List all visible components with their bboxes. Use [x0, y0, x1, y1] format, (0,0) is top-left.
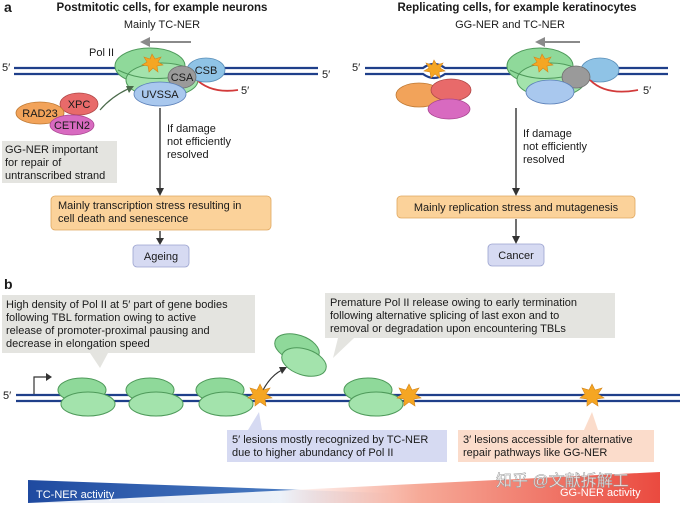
csa-protein-right — [561, 65, 591, 89]
gg-ner-activity-bar — [28, 472, 660, 503]
cetn2-label: CETN2 — [54, 120, 90, 132]
lesion5-box — [227, 430, 447, 462]
left-five-prime-end: 5′ — [322, 69, 330, 81]
gg-note-line-3: untranscribed strand — [5, 170, 105, 182]
note-right-line-1: Premature Pol II release owing to early … — [330, 297, 577, 309]
lesion-icon-gene-2 — [396, 383, 422, 407]
right-flow-arrow-1 — [512, 108, 520, 196]
note-left-line-3: release of promoter-proximal pausing and — [6, 325, 210, 337]
right-five-prime: 5′ — [352, 62, 360, 74]
panel-b-label: b — [4, 276, 13, 292]
lesion-icon-pol2-right — [531, 53, 554, 73]
pol2-label: Pol II — [89, 47, 114, 59]
lesion-icon — [141, 53, 164, 73]
gg-ner-activity-label: GG-NER activity — [560, 487, 641, 499]
right-damage-line-2: not efficiently — [523, 141, 588, 153]
gene-five-prime: 5′ — [3, 390, 11, 402]
left-title: Postmitotic cells, for example neurons — [57, 2, 268, 14]
note-right-line-3: removal or degradation upon encountering… — [330, 323, 566, 335]
note-left-line-2: following TBL formation owing to active — [6, 312, 196, 324]
ageing-label: Ageing — [144, 251, 178, 263]
left-flow-arrow-2 — [156, 231, 164, 245]
right-damage-line-3: resolved — [523, 154, 565, 166]
pol2-gene-2 — [125, 377, 184, 417]
gg-note-line-2: for repair of — [5, 157, 62, 169]
uvssa-protein — [133, 81, 187, 107]
xpc-protein-right — [430, 78, 472, 102]
csa-label: CSA — [171, 72, 194, 84]
left-damage-line-3: resolved — [167, 149, 209, 161]
ageing-box — [132, 244, 190, 268]
gg-ner-note-box — [2, 141, 117, 183]
left-subtitle: Mainly TC-NER — [124, 19, 200, 31]
csb-label: CSB — [195, 65, 218, 77]
uvssa-protein-right — [525, 79, 575, 105]
right-title: Replicating cells, for example keratinoc… — [397, 2, 636, 14]
lesion3-box — [458, 430, 654, 462]
right-outcome-box — [396, 195, 636, 219]
xpc-label: XPC — [68, 99, 91, 111]
cancer-label: Cancer — [498, 250, 534, 262]
lesion5-line-2: due to higher abundancy of Pol II — [232, 447, 393, 459]
pol2-density-note-pointer — [90, 353, 108, 368]
left-flow-arrow-1 — [156, 108, 164, 196]
right-outcome-text: Mainly replication stress and mutagenesi… — [414, 202, 619, 214]
lesion3-pointer — [584, 412, 598, 430]
right-subtitle: GG-NER and TC-NER — [455, 19, 565, 31]
premature-release-note-pointer — [333, 338, 354, 358]
lesion5-pointer — [248, 412, 262, 430]
tss-arrow-icon — [33, 373, 52, 394]
tc-ner-activity-label: TC-NER activity — [36, 489, 115, 501]
release-arrow — [261, 367, 287, 393]
lesion5-line-1: 5′ lesions mostly recognized by TC-NER — [232, 434, 428, 446]
left-damage-line-1: If damage — [167, 123, 216, 135]
pol2-gene-4 — [343, 377, 404, 417]
uvssa-label: UVSSA — [141, 89, 179, 101]
released-pol2 — [274, 333, 327, 377]
pol2-density-note-box — [2, 295, 255, 353]
transcription-direction-arrow-left — [140, 37, 191, 47]
left-outcome-line-1: Mainly transcription stress resulting in — [58, 200, 241, 212]
rad23-label: RAD23 — [22, 108, 57, 120]
right-five-prime-end: 5′ — [643, 85, 651, 97]
pol2-gene-3 — [195, 377, 254, 417]
lesion-icon-gene-3 — [579, 383, 605, 407]
lesion-icon-right — [423, 59, 446, 79]
rna-strand-right — [589, 79, 639, 93]
xpc-protein — [59, 92, 99, 116]
lesion3-line-2: repair pathways like GG-NER — [463, 447, 607, 459]
watermark-text: 知乎 @文献拆解工 — [496, 472, 629, 490]
cetn2-protein-right — [427, 98, 471, 120]
rad23-protein — [15, 101, 65, 125]
pol2-gene-1 — [57, 377, 116, 417]
gg-ner-arrow — [99, 86, 134, 111]
left-damage-line-2: not efficiently — [167, 136, 232, 148]
note-left-line-4: decrease in elongation speed — [6, 338, 150, 350]
note-right-line-2: following alternative splicing of last e… — [330, 310, 559, 322]
note-left-line-1: High density of Pol II at 5′ part of gen… — [6, 299, 228, 311]
left-outcome-box — [50, 195, 272, 231]
left-five-prime: 5′ — [2, 62, 10, 74]
panel-a-label: a — [4, 0, 12, 15]
premature-release-note-box — [325, 293, 615, 338]
right-flow-arrow-2 — [512, 219, 520, 244]
rna-five-prime-left: 5′ — [241, 85, 249, 97]
cetn2-protein — [49, 114, 95, 136]
lesion-icon-gene-1 — [247, 383, 273, 407]
gg-note-line-1: GG-NER important — [5, 144, 98, 156]
left-outcome-line-2: cell death and senescence — [58, 213, 188, 225]
cancer-box — [487, 243, 545, 267]
lesion3-line-1: 3′ lesions accessible for alternative — [463, 434, 633, 446]
right-damage-line-1: If damage — [523, 128, 572, 140]
transcription-direction-arrow-right — [535, 37, 580, 47]
